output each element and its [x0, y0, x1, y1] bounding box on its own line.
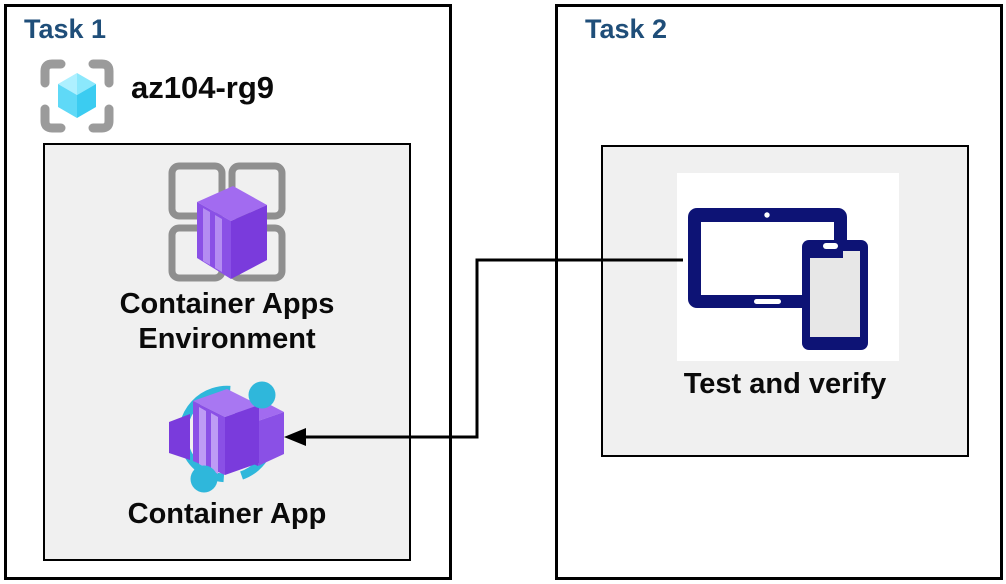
tablet-and-phone-devices-icon [688, 208, 868, 350]
container-app-label: Container App [127, 498, 327, 530]
task1-panel: Container Apps Environment Cont [43, 143, 411, 561]
test-and-verify-label: Test and verify [683, 368, 887, 400]
task1-box: Task 1 az104-rg9 [4, 4, 452, 580]
container-app-icon [166, 375, 288, 495]
task1-title: Task 1 [24, 14, 107, 44]
resource-group-icon [35, 57, 119, 135]
task2-panel: Test and verify [601, 145, 969, 457]
task2-box: Task 2 Test and verify [555, 4, 1003, 580]
task2-title: Task 2 [585, 14, 668, 44]
devices-card [677, 173, 899, 361]
container-apps-environment-icon [161, 160, 293, 286]
resource-group-name: az104-rg9 [131, 70, 275, 105]
environment-label: Container Apps Environment [119, 288, 335, 355]
